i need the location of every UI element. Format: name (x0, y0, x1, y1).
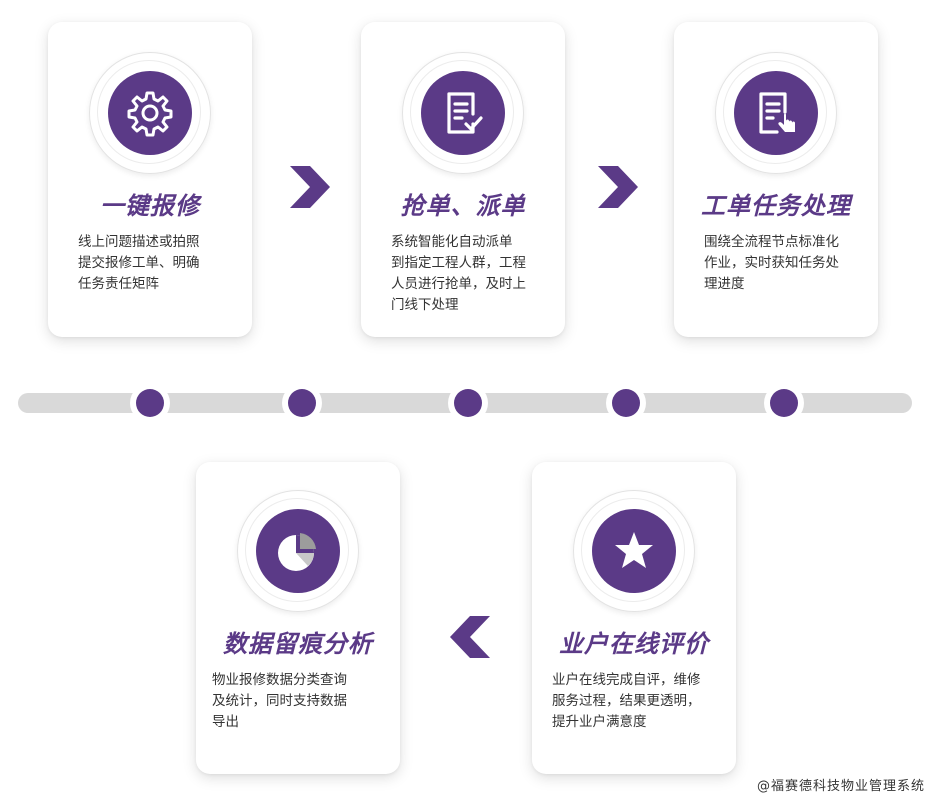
timeline-node (770, 389, 798, 417)
pie-chart-icon (256, 509, 340, 593)
gear-icon (108, 71, 192, 155)
step-description: 物业报修数据分类查询 及统计，同时支持数据 导出 (212, 672, 347, 730)
step-title: 一键报修 (100, 192, 200, 220)
step-description: 系统智能化自动派单 到指定工程人群，工程 人员进行抢单，及时上 门线下处理 (391, 234, 526, 313)
document-check-icon (421, 71, 505, 155)
step-title: 抢单、派单 (400, 192, 526, 220)
document-touch-icon (734, 71, 818, 155)
step-card-3: 工单任务处理 围绕全流程节点标准化 作业，实时获知任务处 理进度 (674, 22, 878, 337)
step-card-4: 业户在线评价 业户在线完成自评，维修 服务过程，结果更透明， 提升业户满意度 (532, 462, 736, 774)
icon-ring (89, 52, 211, 174)
star-icon (592, 509, 676, 593)
step-card-5: 数据留痕分析 物业报修数据分类查询 及统计，同时支持数据 导出 (196, 462, 400, 774)
step-title: 数据留痕分析 (223, 630, 373, 658)
step-card-2: 抢单、派单 系统智能化自动派单 到指定工程人群，工程 人员进行抢单，及时上 门线… (361, 22, 565, 337)
step-description: 围绕全流程节点标准化 作业，实时获知任务处 理进度 (704, 234, 839, 292)
timeline-node (136, 389, 164, 417)
icon-ring (573, 490, 695, 612)
timeline-node (288, 389, 316, 417)
step-title: 业户在线评价 (559, 630, 709, 658)
chevron-left-icon (450, 616, 490, 658)
timeline-node (612, 389, 640, 417)
icon-ring (402, 52, 524, 174)
chevron-right-icon (290, 166, 330, 208)
step-description: 线上问题描述或拍照 提交报修工单、明确 任务责任矩阵 (78, 234, 200, 292)
icon-ring (715, 52, 837, 174)
footer-credit: @福赛德科技物业管理系统 (756, 779, 925, 794)
timeline-node (454, 389, 482, 417)
step-title: 工单任务处理 (701, 192, 851, 220)
icon-ring (237, 490, 359, 612)
step-card-1: 一键报修 线上问题描述或拍照 提交报修工单、明确 任务责任矩阵 (48, 22, 252, 337)
chevron-right-icon (598, 166, 638, 208)
step-description: 业户在线完成自评，维修 服务过程，结果更透明， 提升业户满意度 (552, 672, 701, 730)
